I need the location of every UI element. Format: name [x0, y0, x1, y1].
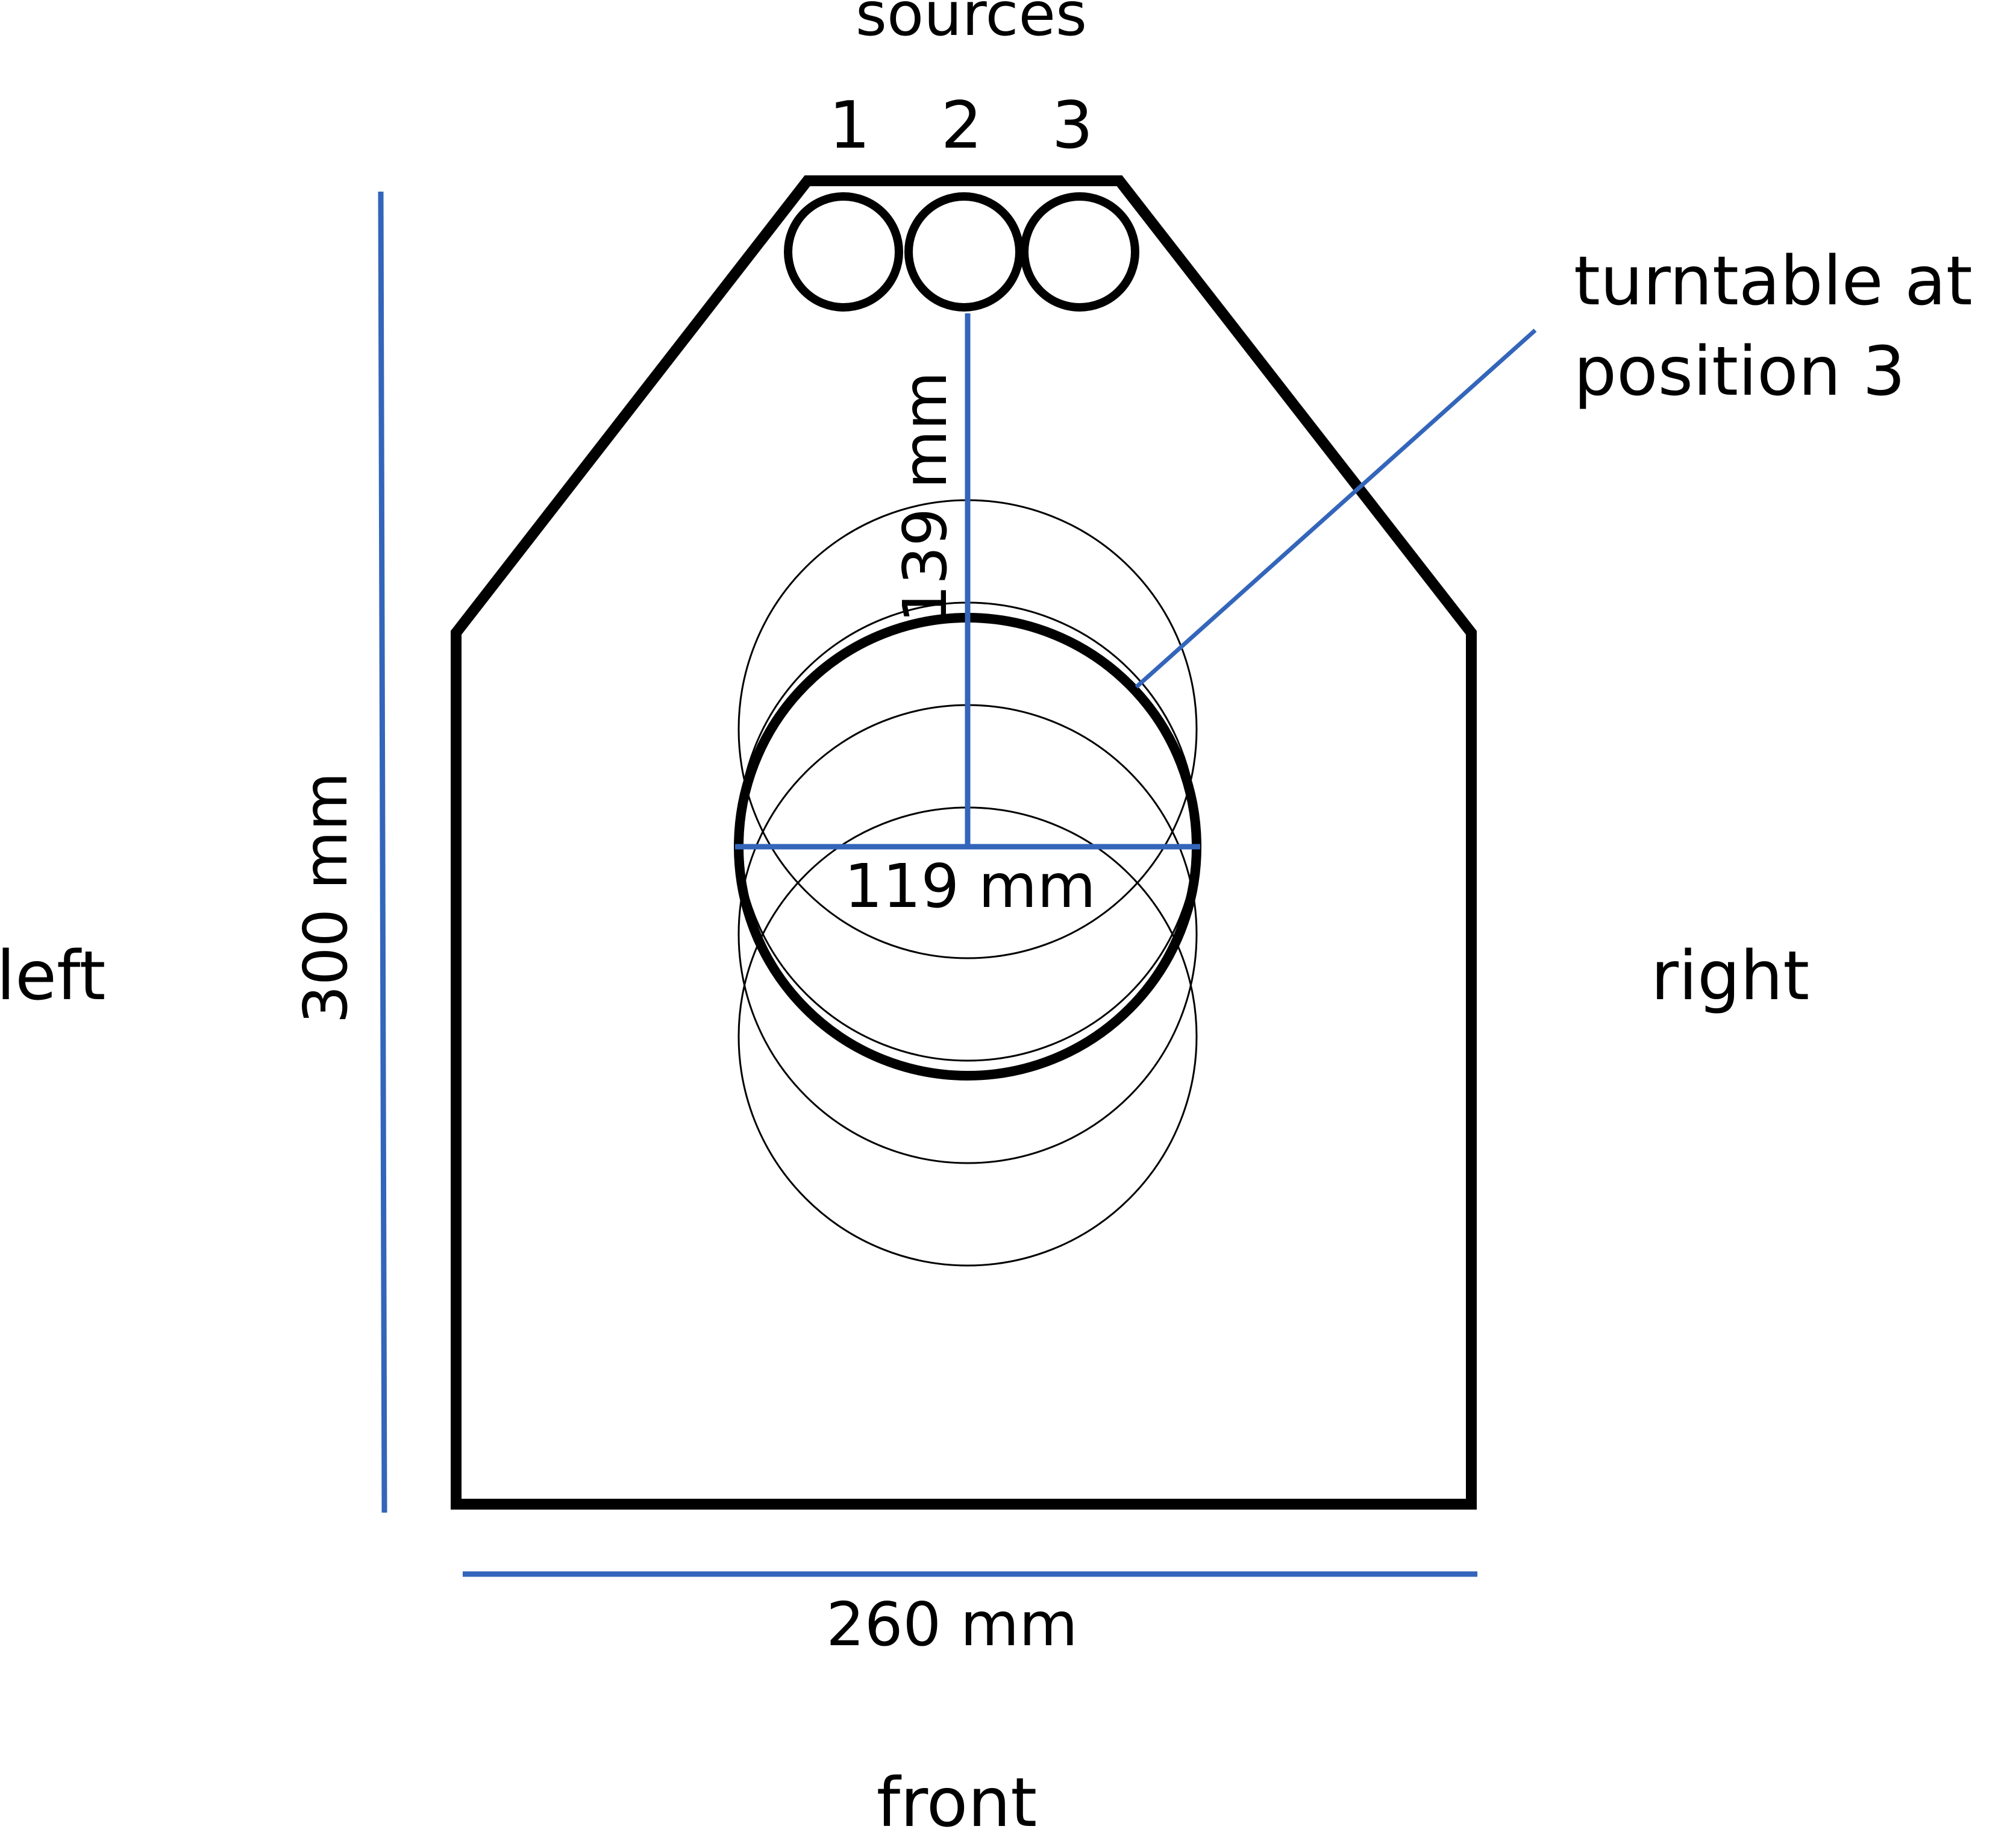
diameter-dimension-label: 119 mm — [844, 851, 1095, 921]
turntable-callout-arrow — [1135, 328, 1537, 689]
source-circle-1 — [784, 192, 903, 312]
turntable-label-line-1: turntable at — [1574, 242, 1973, 321]
height-dimension-label: 300 mm — [290, 772, 361, 1023]
turntable-label-line-2: position 3 — [1574, 333, 1905, 411]
height-dimension-arrow — [378, 191, 387, 1513]
source-number-3: 3 — [1052, 88, 1094, 163]
front-label: front — [877, 1764, 1037, 1832]
right-label: right — [1651, 937, 1809, 1015]
sources-label: sources — [856, 0, 1087, 49]
source-circle-3 — [1020, 192, 1139, 312]
left-label: left — [0, 937, 105, 1015]
distance-dimension-label: 139 mm — [890, 371, 960, 623]
chamber-outline — [451, 175, 1477, 1510]
width-dimension-label: 260 mm — [826, 1589, 1077, 1660]
source-number-2: 2 — [941, 88, 983, 163]
source-circle-2 — [904, 192, 1024, 312]
source-number-1: 1 — [829, 88, 871, 163]
